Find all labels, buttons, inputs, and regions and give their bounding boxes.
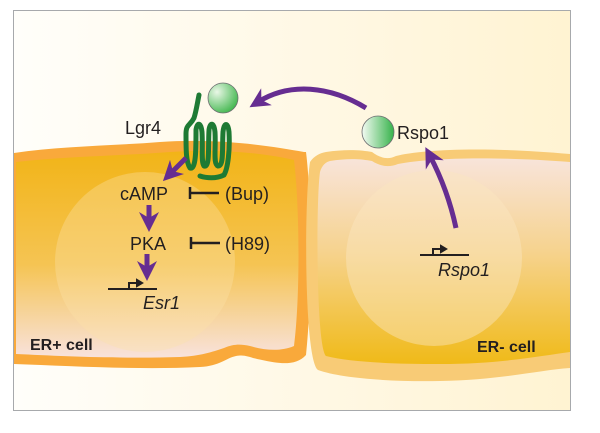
esr1-promoter-icon [108, 278, 157, 290]
camp-label: cAMP [120, 184, 168, 204]
er-positive-cell [14, 140, 311, 369]
esr1-gene-label: Esr1 [143, 293, 180, 313]
inhibition-symbols [188, 187, 220, 249]
er-negative-cell-label: ER- cell [477, 339, 536, 356]
arrow-lgr4-to-camp [162, 156, 188, 182]
bound-rspo1-ligand-icon [207, 82, 239, 114]
er-negative-cytoplasm [317, 158, 570, 364]
er-negative-cell [306, 149, 570, 382]
rspo1-ligand-icon [361, 115, 395, 149]
h89-inhibitor-label: (H89) [225, 234, 270, 254]
rspo1-protein-label: Rspo1 [397, 123, 449, 143]
lgr4-label: Lgr4 [125, 118, 161, 138]
arrow-rspo1-to-lgr4 [249, 86, 368, 111]
bup-inhibitor-label: (Bup) [225, 184, 269, 204]
rspo1-gene-label: Rspo1 [438, 260, 490, 280]
arrow-rspo1-gene-to-protein [425, 147, 459, 229]
er-positive-cytoplasm [16, 150, 299, 358]
activation-arrows [137, 86, 459, 281]
lgr4-receptor [183, 92, 232, 181]
er-positive-cell-label: ER+ cell [30, 337, 93, 354]
er-negative-nucleus [346, 170, 522, 346]
pka-label: PKA [130, 234, 166, 254]
rspo1-promoter-icon [420, 244, 469, 256]
lgr4-transmembrane-icon [183, 92, 232, 181]
